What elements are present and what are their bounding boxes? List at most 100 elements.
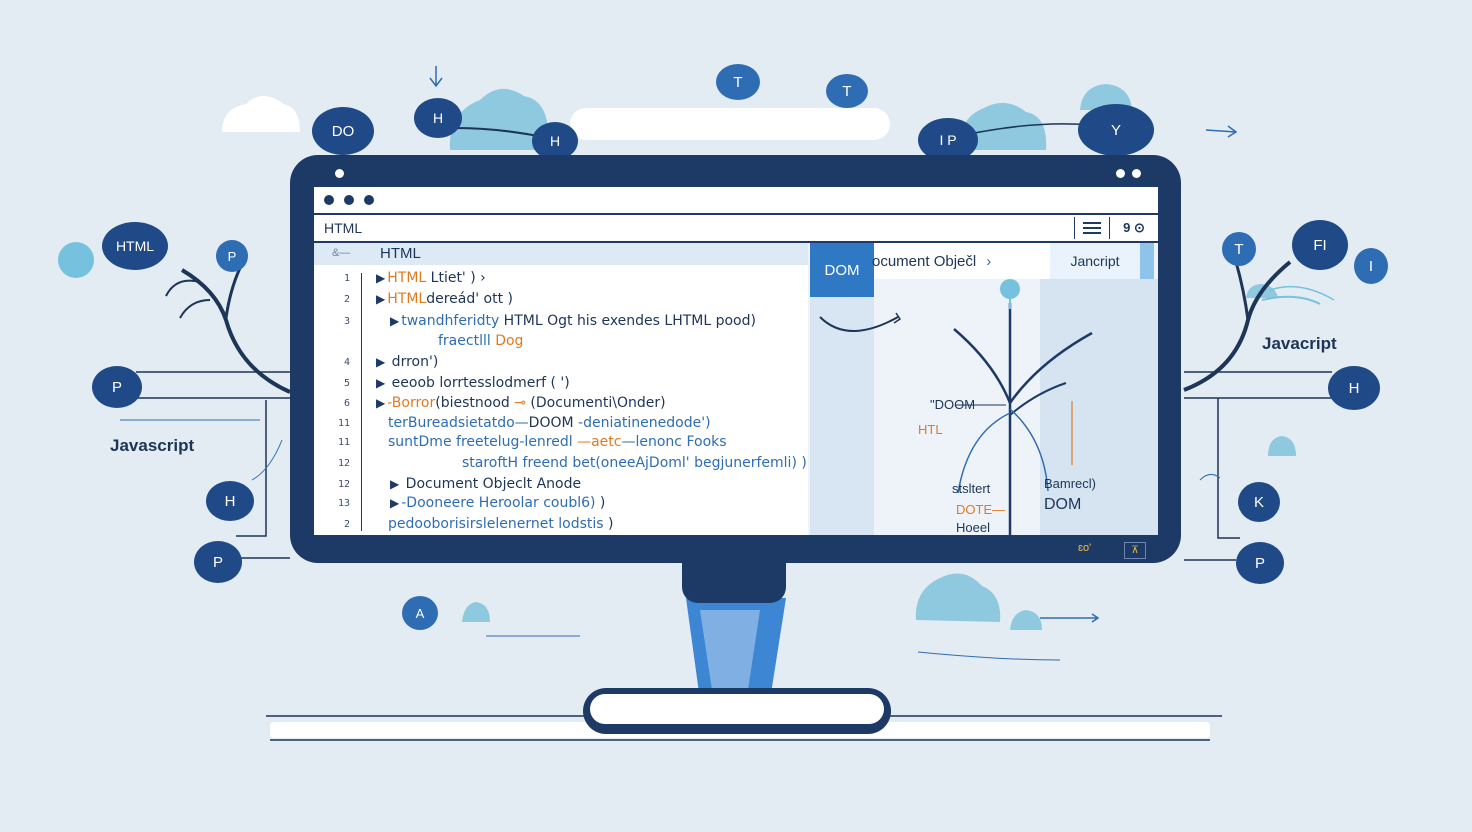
- code-line[interactable]: ▶-Dooneere Heroolar coubl6) ): [390, 495, 605, 511]
- code-line[interactable]: pedooborisirslelenernet lodstis ): [388, 516, 614, 532]
- dom-right-panel: [1040, 279, 1158, 535]
- node-h-left: H: [206, 481, 254, 521]
- dom-label-dom: DOM: [1044, 496, 1082, 513]
- expand-triangle-icon[interactable]: ▶: [390, 314, 400, 328]
- tab-dom[interactable]: DOM: [810, 243, 874, 297]
- expand-triangle-icon[interactable]: ▶: [390, 477, 400, 491]
- node-p-left-3: P: [194, 541, 242, 583]
- tab-html[interactable]: HTML: [324, 220, 363, 236]
- code-token: eeoob lorrtesslodmerf ( '): [387, 375, 570, 391]
- code-token: -Borror: [387, 395, 436, 411]
- code-token: DOOM: [528, 415, 579, 431]
- gutter-divider: [361, 273, 362, 531]
- expand-triangle-icon[interactable]: ▶: [376, 376, 386, 390]
- node-do: DO: [312, 107, 374, 155]
- code-token: Dog: [495, 333, 524, 349]
- menu-button[interactable]: [1074, 217, 1109, 239]
- monitor-neck: [682, 563, 786, 603]
- editor-header-prefix: &—: [332, 247, 351, 259]
- monitor-base: [590, 694, 884, 724]
- expand-triangle-icon[interactable]: ▶: [376, 355, 386, 369]
- node-p-left: P: [216, 240, 248, 272]
- dom-tree-graph: [819, 279, 1093, 535]
- window-dot-maximize[interactable]: [364, 195, 374, 205]
- node-t-right: T: [1222, 232, 1256, 266]
- code-token: (biestnood: [435, 395, 515, 411]
- code-token: -deniatinenedode'): [578, 415, 711, 431]
- line-number: 2: [343, 519, 350, 530]
- line-number: 4: [343, 357, 350, 368]
- node-p-right: P: [1236, 542, 1284, 584]
- label-javascript-right: Javacript: [1262, 334, 1337, 353]
- code-line[interactable]: suntDme freetelug-lenredl —aetc—lenonc F…: [388, 434, 727, 450]
- code-line[interactable]: ▶ Document Objeclt Anode: [390, 476, 581, 492]
- node-p-light: [58, 242, 94, 278]
- settings-button[interactable]: 9 ⊙: [1109, 217, 1158, 239]
- label-javascript-left: Javascript: [110, 436, 195, 455]
- dom-sidebar: [810, 297, 874, 535]
- expand-triangle-icon[interactable]: ▶: [376, 271, 386, 285]
- node-a: A: [402, 596, 438, 630]
- code-token: Ltiet' ) ›: [426, 270, 486, 286]
- dom-label-pdom: "DOOM: [930, 397, 976, 412]
- code-token: ⊸: [514, 395, 526, 411]
- node-fi: FI: [1292, 220, 1348, 270]
- bezel-dot-1: [1116, 169, 1125, 178]
- node-t-top-2: T: [826, 74, 868, 108]
- code-line[interactable]: ▶HTML Ltiet' ) ›: [376, 270, 486, 286]
- node-h-top-2: H: [532, 122, 578, 160]
- node-y: Y: [1078, 104, 1154, 156]
- editor-header: &— HTML: [314, 243, 808, 265]
- hamburger-icon: [1083, 222, 1101, 234]
- node-html: HTML: [102, 222, 168, 270]
- line-number: 6: [343, 398, 350, 409]
- code-line[interactable]: ▶ eeoob lorrtesslodmerf ( '): [376, 375, 570, 391]
- window-dot-close[interactable]: [324, 195, 334, 205]
- node-i: I: [1354, 248, 1388, 284]
- code-line[interactable]: ▶ drron'): [376, 354, 438, 370]
- line-number: 11: [337, 437, 350, 448]
- code-token: Document Objeclt Anode: [401, 476, 582, 492]
- window-dot-minimize[interactable]: [344, 195, 354, 205]
- tab-javascript[interactable]: Jancript: [1050, 243, 1140, 279]
- code-line[interactable]: staroftH freend bet(oneeAjDoml' begjuner…: [462, 455, 807, 471]
- code-token: suntDme: [388, 434, 457, 450]
- node-h-top: H: [414, 98, 462, 138]
- code-line[interactable]: ▶HTMLdereád' ott ): [376, 291, 513, 307]
- line-number: 1: [343, 273, 350, 284]
- code-token: ): [603, 516, 614, 532]
- app-window: HTML 9 ⊙ &— HTML 1▶HTML Ltiet' ) ›2▶HTML…: [314, 187, 1158, 535]
- status-icon[interactable]: ⊼: [1124, 542, 1146, 559]
- node-p-left-2: P: [92, 366, 142, 408]
- dom-panel: DOM ocument Obječl › Jancript K E F: [808, 243, 1158, 535]
- expand-triangle-icon[interactable]: ▶: [376, 396, 386, 410]
- tab-bar: HTML 9 ⊙: [314, 215, 1158, 243]
- dom-label-bamred: Bamrecl): [1044, 476, 1097, 491]
- dom-label-dote: DOTE—: [956, 502, 1006, 517]
- line-number: 5: [343, 378, 350, 389]
- code-token: staroftH freend bet(oneeAjDoml' begjuner…: [462, 455, 807, 471]
- code-token: terBureadsietatdo—: [388, 415, 529, 431]
- code-line[interactable]: ▶twandhferidty HTML Ogt his exendes LHTM…: [390, 313, 756, 329]
- code-token: HTML Ogt his exendes LHTML pood): [499, 313, 756, 329]
- code-editor[interactable]: &— HTML 1▶HTML Ltiet' ) ›2▶HTMLdereád' o…: [314, 243, 808, 535]
- line-number: 12: [337, 458, 350, 469]
- tab-document-object[interactable]: ocument Obječl ›: [872, 243, 1050, 279]
- code-token: ): [595, 495, 606, 511]
- code-line[interactable]: terBureadsietatdo—DOOM -deniatinenedode'…: [388, 415, 711, 431]
- line-number: 3: [343, 316, 350, 327]
- expand-triangle-icon[interactable]: ▶: [390, 496, 400, 510]
- code-line[interactable]: ▶-Borror(biestnood ⊸ (Documenti\Onder): [376, 395, 666, 411]
- expand-triangle-icon[interactable]: ▶: [376, 292, 386, 306]
- code-token: HTML: [387, 291, 427, 307]
- dom-label-stsltert: stsltert: [952, 481, 991, 496]
- status-indicator: ɛo': [1078, 542, 1092, 554]
- code-line[interactable]: fraectlll Dog: [438, 333, 523, 349]
- tab-accent-strip: [1140, 243, 1154, 279]
- code-token: (Documenti\Onder): [525, 395, 666, 411]
- code-token: twandhferidty: [401, 313, 500, 329]
- dom-label-hoeel: Hoeel: [956, 520, 990, 535]
- code-token: pedooborisirslelenernet lodstis: [388, 516, 604, 532]
- code-token: fraectlll: [438, 333, 496, 349]
